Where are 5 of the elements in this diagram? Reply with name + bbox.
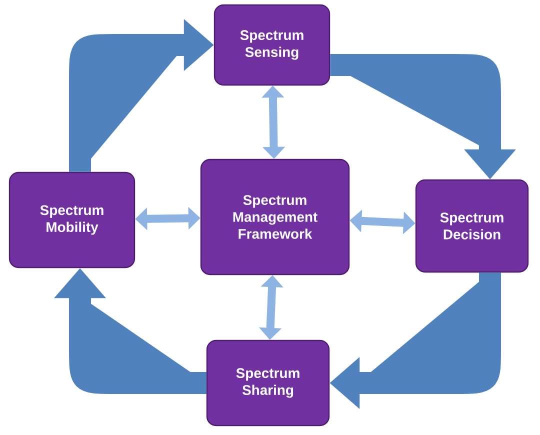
process-box: Spectrum Decision xyxy=(415,179,529,273)
process-box: Spectrum Management Framework xyxy=(200,158,350,276)
process-box: Spectrum Sharing xyxy=(206,340,330,426)
process-box: Spectrum Mobility xyxy=(8,172,136,268)
process-box: Spectrum Sensing xyxy=(214,4,330,86)
